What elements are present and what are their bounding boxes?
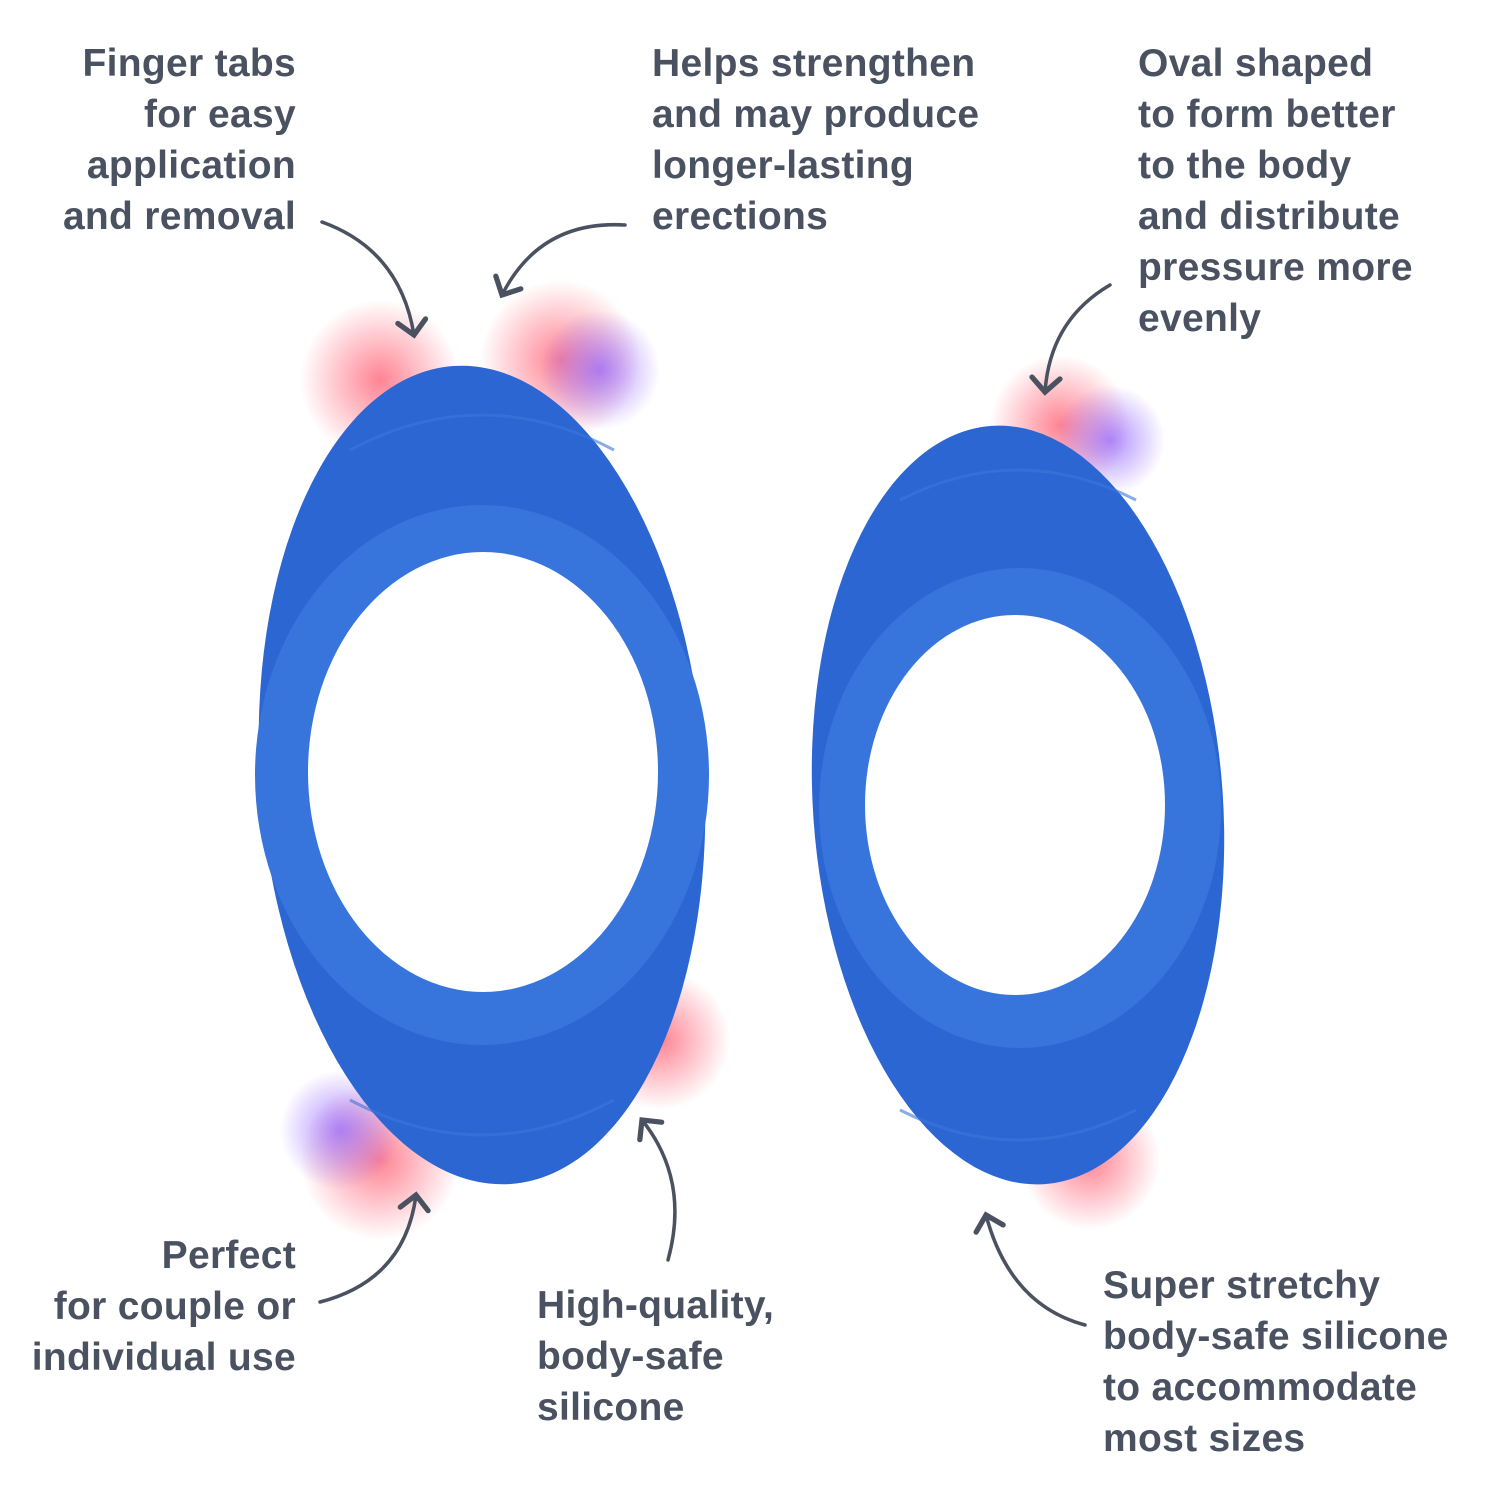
callout-line: Super stretchy [1103, 1264, 1381, 1307]
callout-line: to form better [1138, 93, 1396, 136]
callout-line: body-safe [537, 1335, 724, 1378]
callout-line: individual use [31, 1336, 296, 1379]
callout-line: Perfect [161, 1234, 296, 1277]
callout-line: and distribute [1138, 195, 1401, 238]
callout-line: to accommodate [1103, 1366, 1418, 1409]
callout-line: and may produce [652, 93, 980, 136]
callout-line: most sizes [1103, 1417, 1306, 1460]
arrow-perfect [318, 1191, 431, 1304]
callout-line: High-quality, [537, 1284, 775, 1327]
arrow-super-stretchy [973, 1211, 1087, 1327]
callout-perfect: Perfect for couple or individual use [32, 1230, 296, 1383]
callout-line: application [86, 144, 296, 187]
arrow-high-quality [637, 1117, 677, 1262]
callout-finger-tabs: Finger tabs for easy application and rem… [63, 38, 296, 242]
small-ring [811, 425, 1225, 1185]
callout-line: for couple or [53, 1285, 296, 1328]
callout-line: to the body [1138, 144, 1352, 187]
callout-line: pressure more [1138, 246, 1413, 289]
callout-line: silicone [537, 1386, 685, 1429]
callout-line: body-safe silicone [1103, 1315, 1449, 1358]
callout-high-quality: High-quality, body-safe silicone [537, 1280, 774, 1433]
callout-line: erections [652, 195, 829, 238]
arrow-oval-shaped [1029, 283, 1112, 396]
large-ring [255, 365, 709, 1185]
callout-arrows [318, 220, 1112, 1327]
callout-helps-strengthen: Helps strengthen and may produce longer-… [652, 38, 979, 242]
callout-line: and removal [62, 195, 296, 238]
callout-line: Oval shaped [1138, 42, 1374, 85]
callout-line: longer-lasting [652, 144, 915, 187]
arrow-helps-strengthen [493, 222, 627, 299]
arrow-finger-tabs [320, 220, 429, 339]
callout-line: Finger tabs [82, 42, 296, 85]
callout-oval-shaped: Oval shaped to form better to the body a… [1138, 38, 1413, 344]
callout-line: evenly [1138, 297, 1262, 340]
callout-super-stretchy: Super stretchy body-safe silicone to acc… [1103, 1260, 1449, 1464]
callout-line: Helps strengthen [652, 42, 976, 85]
callout-line: for easy [144, 93, 296, 136]
